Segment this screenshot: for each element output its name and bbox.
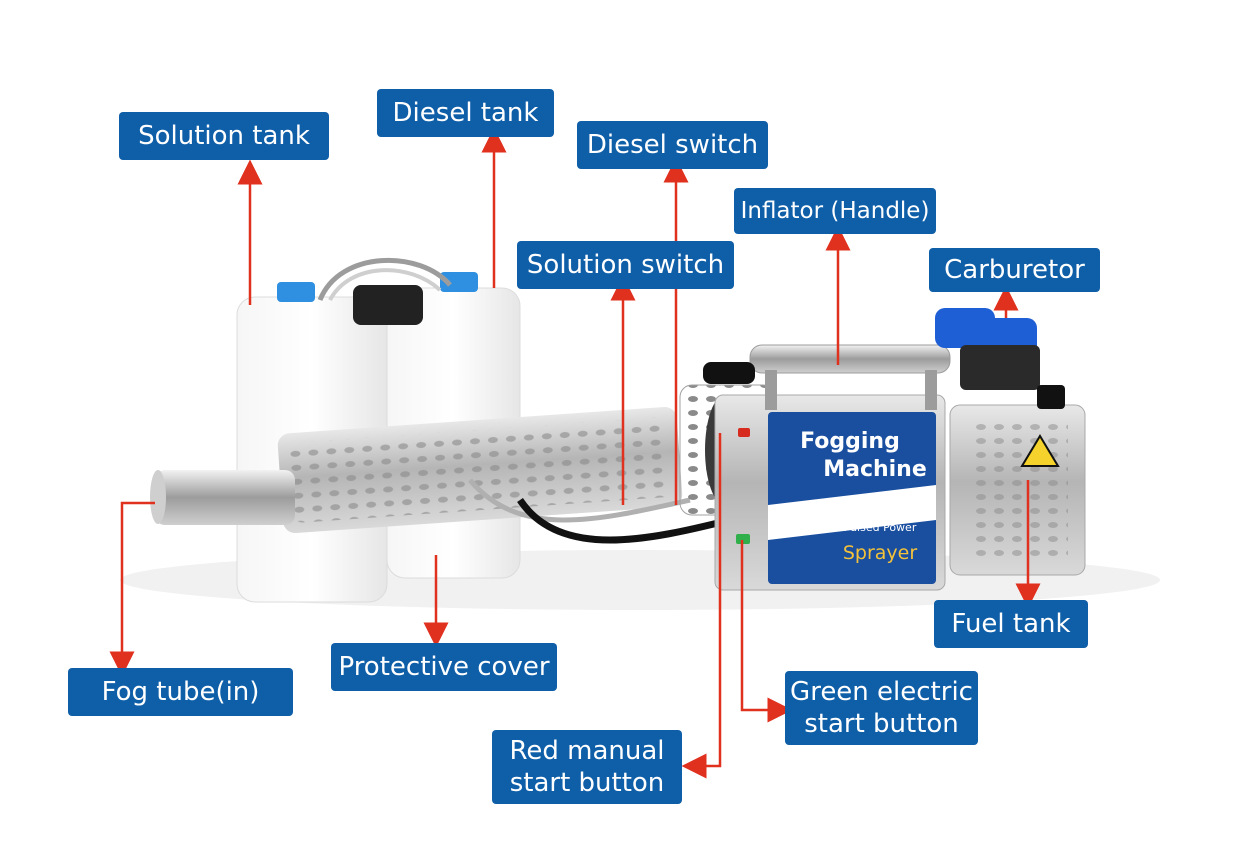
label-fog-tube: Fog tube(in) [68,668,293,716]
inflator-handle [703,344,951,410]
label-solution-switch: Solution switch [517,241,734,289]
pointer-arrows [109,127,1041,779]
label-red-start-line2: start button [509,768,665,798]
carburetor-unit [935,308,1040,390]
green-start-button [736,534,750,544]
label-diesel-tank: Diesel tank [377,89,554,137]
machine-print-line2: Machine [823,457,927,482]
machine-print-line3: Pulsed Power [844,521,917,534]
solution-tank-cap [277,282,315,302]
label-green-electric-start-button: Green electric start button [785,671,978,745]
red-start-button [738,428,750,437]
fog-tube [155,470,295,525]
label-diesel-switch: Diesel switch [577,121,768,169]
arrow-fog-tube [109,501,155,677]
arrow-red-start [681,433,722,779]
label-green-start-line2: start button [804,709,959,739]
label-fuel-tank: Fuel tank [934,600,1088,648]
label-inflator-handle: Inflator (Handle) [734,188,936,234]
diesel-tank-cap [440,272,478,292]
protective-cover-tube [277,406,683,534]
machine-print-line1: Fogging [800,429,900,454]
machine-print-line4: Sprayer [843,542,918,564]
label-red-manual-start-button: Red manual start button [492,730,682,804]
label-green-start-line1: Green electric [790,677,973,707]
label-protective-cover: Protective cover [331,643,557,691]
warning-icon [1020,434,1060,467]
tank-strap [353,285,423,325]
fuel-tank-unit [949,385,1086,576]
label-carburetor: Carburetor [929,248,1100,292]
arrow-green-start [740,540,793,723]
label-red-start-line1: Red manual [509,736,665,766]
machine-body: Fogging Machine Pulsed Power Sprayer [714,394,946,591]
label-solution-tank: Solution tank [119,112,329,160]
